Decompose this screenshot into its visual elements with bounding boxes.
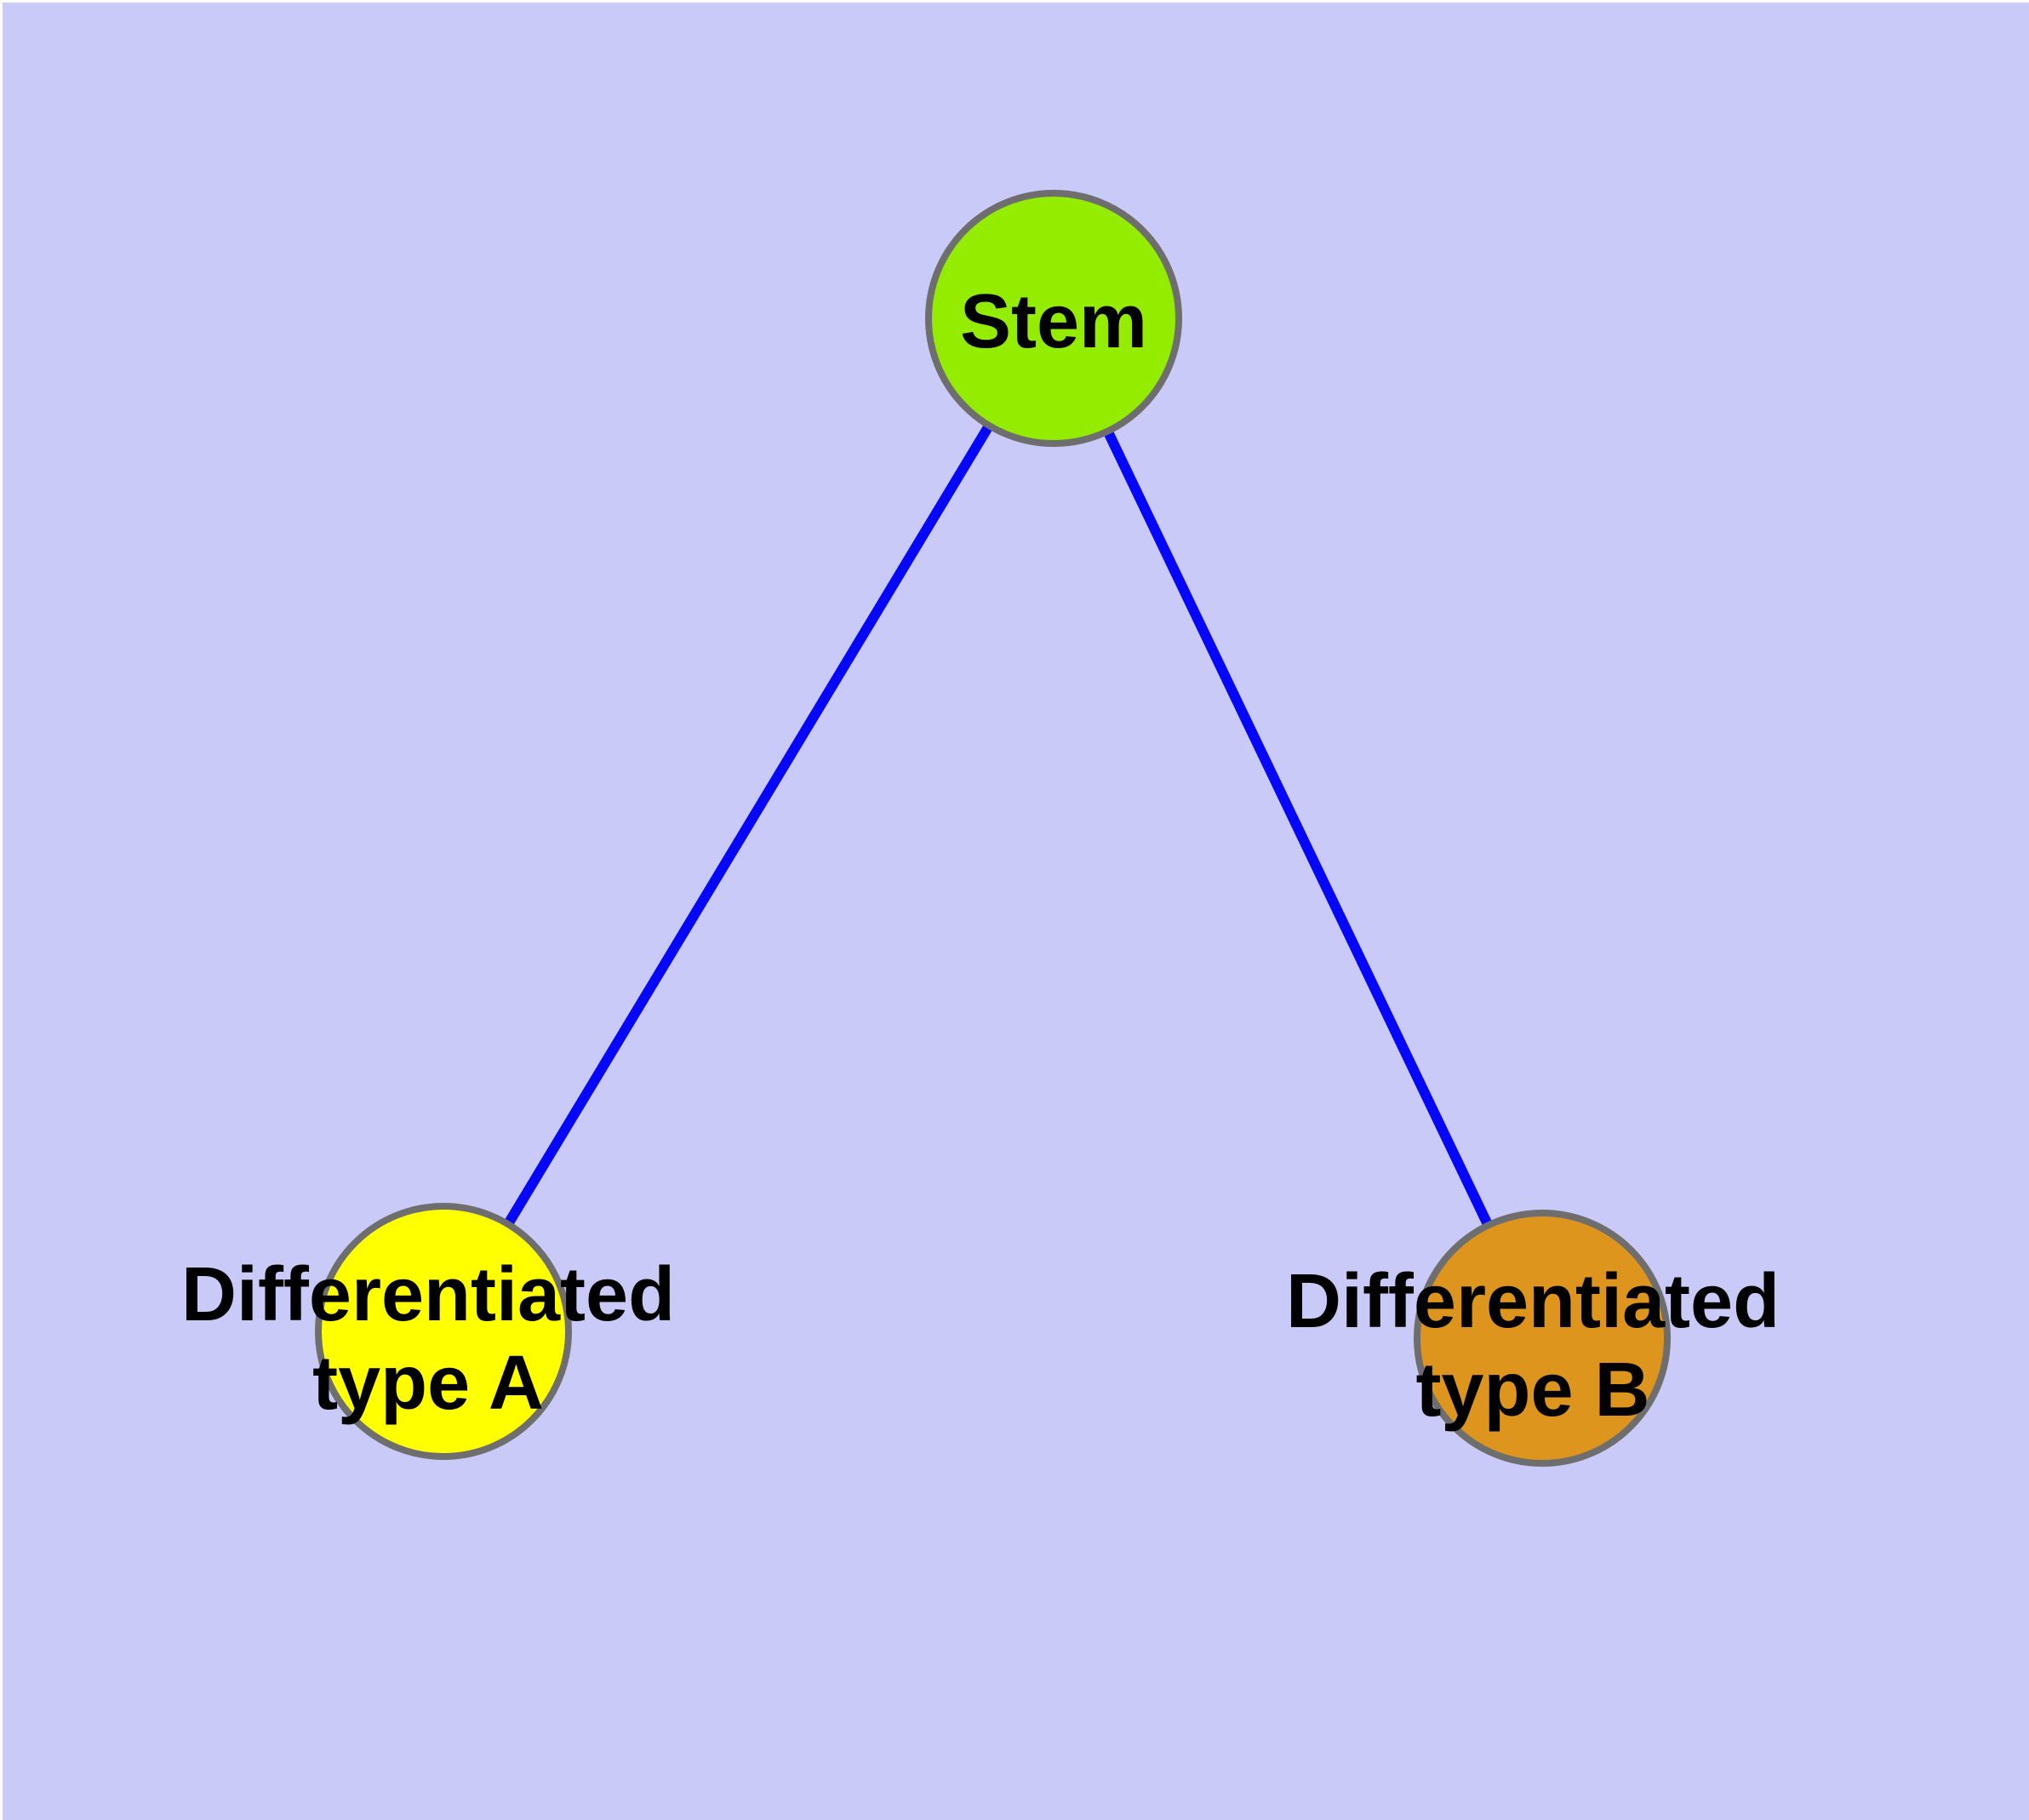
node-stem[interactable] (925, 190, 1182, 447)
node-differentiated-type-a[interactable] (315, 1203, 572, 1460)
edge-layer (438, 315, 1547, 1341)
node-differentiated-type-b[interactable] (1414, 1210, 1671, 1467)
graph-canvas: Stem Differentiated type A Differentiate… (3, 3, 2029, 1820)
edge-stem-to-type-b[interactable] (1049, 316, 1547, 1341)
edge-stem-to-type-a[interactable] (438, 315, 1059, 1335)
